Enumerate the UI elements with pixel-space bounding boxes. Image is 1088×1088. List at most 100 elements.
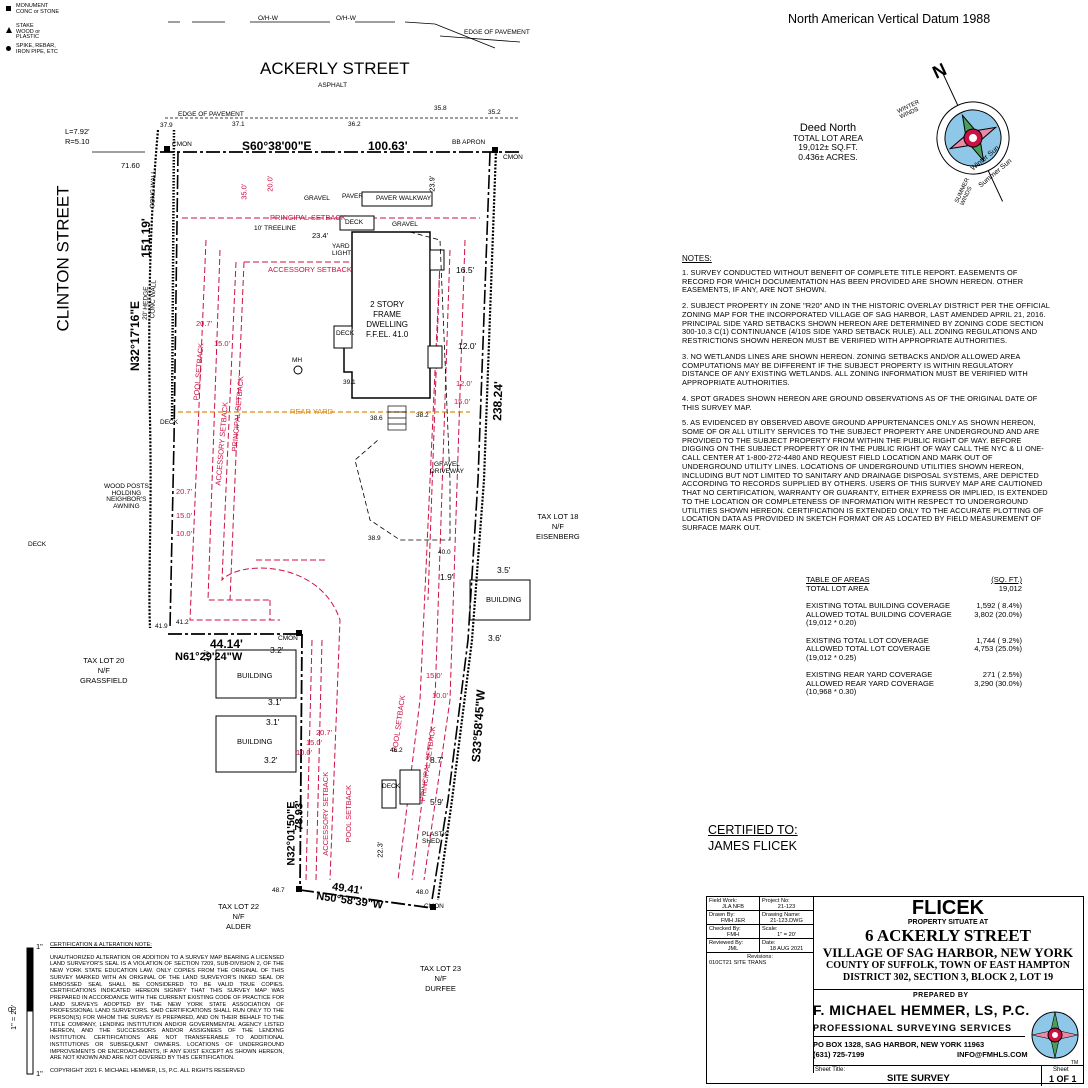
areas-header: TABLE OF AREAS (SQ. FT.) [806,575,1022,585]
rear-yard-label: REAR YARD [290,407,334,416]
deck-top [339,215,375,231]
dim-207c: 20.7' [316,728,333,737]
datum-label: North American Vertical Datum 1988 [788,12,991,26]
street-ackerly: ACKERLY STREET [260,59,410,78]
dim-120b: 12.0' [456,379,473,388]
dim-234: 23.4' [312,231,329,240]
certified-name: JAMES FLICEK [708,839,797,853]
dim-25: 2.5' [202,649,212,662]
tb-label: Field Work: [709,898,738,904]
deck-label-1: DECK [345,219,364,226]
setback-lines [182,217,480,881]
spot-7160: 71.60 [121,161,140,170]
edge-of-pavement [439,35,521,43]
gravel-driveway-label: GRAVEL DRIVEWAY [430,461,464,475]
certification-note: CERTIFICATION & ALTERATION NOTE: UNAUTHO… [50,942,284,1075]
spot-379: 37.9 [160,122,173,129]
spot-412: 41.2 [176,619,189,626]
cell-label: (10,968 * 0.30) [806,687,857,696]
tb-label: Scale: [762,926,778,932]
east-fence [436,149,498,901]
dim-100b: 10.0' [296,748,313,757]
tb-project-no: Project No:21-123 [760,897,813,911]
curve-l: L=7.92' [65,127,90,136]
dim-100c: 10.0' [432,691,449,700]
dwelling-label: 2 STORY FRAME DWELLING F.F.EL. 41.0 [366,300,409,339]
dim-31b: 3.1' [266,717,280,727]
tb-po: PO BOX 1328, SAG HARBOR, NEW YORK 11963 [813,1040,985,1049]
tb-label: Revisions: [747,954,773,960]
cell-value: 1,744 ( 9.2%) [976,635,1022,645]
dim-207b: 20.7' [176,487,193,496]
gravel-label: GRAVEL [392,221,418,228]
tb-value: 18 AUG 2021 [769,946,804,952]
tb-sheet-title-label: Sheet Title: [815,1067,846,1073]
cell-value: 19,012 [998,583,1022,593]
tb-revisions: Revisions: 010CT21 SITE TRANS [707,953,813,1073]
building-lot20b [215,715,297,773]
deck-label-4: DECK [28,541,47,548]
paver-label: PAVER [342,193,364,200]
tb-county: COUNTY OF SUFFOLK, TOWN OF EAST HAMPTON [825,960,1070,971]
tb-drawing-name: Drawing Name:21-123.DWG [760,911,813,925]
tb-village: VILLAGE OF SAG HARBOR, NEW YORK [822,945,1074,960]
dim-32b: 3.2' [264,755,278,765]
tb-sheet-row: Sheet Title: SITE SURVEY Sheet 1 OF 1 [813,1065,1083,1086]
tb-value: 010CT21 SITE TRANS [709,960,767,966]
tb-value: 21-123.DWG [770,918,803,924]
cell-value: 271 ( 2.5%) [982,670,1022,679]
cell-label: EXISTING TOTAL LOT COVERAGE [806,635,929,645]
tb-value: JML [727,946,739,952]
tb-services: PROFESSIONAL SURVEYING SERVICES [813,1023,1012,1033]
scale-text: 1" = 20' [9,1004,18,1030]
tb-district: DISTRICT 302, SECTION 3, BLOCK 2, LOT 19 [842,972,1054,983]
cmon-2: CMON [503,154,523,161]
note-4: 4. SPOT GRADES SHOWN HEREON ARE GROUND O… [682,393,1038,412]
legend-stake-icon [6,27,12,33]
rear-stairs [387,405,407,431]
tb-value: 1" = 20' [777,932,796,938]
areas-unit: (SQ. FT.) [991,575,1022,584]
table-row: (10,968 * 0.30) [806,687,1022,697]
cmon-4: CMON [424,903,444,910]
bearing-west: N32°17'16"E [128,300,143,372]
gravel-driveway [354,231,451,541]
cell-label: TOTAL LOT AREA [806,583,869,593]
tb-property: FLICEK PROPERTY SITUATE AT 6 ACKERLY STR… [813,897,1083,990]
cmon-1: CMON [172,141,192,148]
deck-label-3: DECK [160,419,179,426]
note-2: 2. SUBJECT PROPERTY IN ZONE "R20" AND IN… [682,301,1050,346]
oh-w-1: O/H-W [258,15,278,22]
north-arrow [936,74,1010,202]
tb-label: Date: [762,940,776,946]
lot-23-label: TAX LOT 23 N/F DURFEE [420,964,461,993]
tb-divider [813,1036,1025,1037]
mh-label: MH [292,357,303,364]
cell-value: 3,802 (20.0%) [974,609,1022,619]
notes-block: NOTES: 1. SURVEY CONDUCTED WITHOUT BENEF… [682,254,1052,540]
table-row: (19,012 * 0.25) [806,653,1022,663]
principal-setback-top: PRINCIPAL SETBACK [270,213,346,222]
deck-label-5: DECK [382,783,401,790]
legend-stake: STAKE WOOD or PLASTIC [16,23,41,40]
dim-150b: 15.0' [454,397,471,406]
spot-386: 38.6 [370,415,383,422]
scale-bar-graphic [26,947,34,1075]
tb-label: Reviewed By: [709,940,744,946]
tb-sheet-label: Sheet [1053,1067,1069,1073]
west-hedge2 [170,129,176,421]
west-hedge [148,129,160,629]
tb-checked-by: Checked By:FMH [707,925,760,939]
spot-352: 35.2 [488,109,501,116]
tb-label: Checked By: [709,926,741,932]
table-row: (19,012 * 0.20) [806,618,1022,628]
areas-title: TABLE OF AREAS [806,575,870,584]
scale-mid: 0 [8,1005,13,1014]
cert-note-copyright: COPYRIGHT 2021 F. MICHAEL HEMMER, LS, P.… [50,1067,245,1074]
legend-monument-icon [6,6,11,11]
legend-spike-icon [6,46,11,51]
dim-223: 22.3' [375,841,385,858]
bb-apron: BB APRON [452,139,486,146]
tb-client: FLICEK [911,897,985,919]
